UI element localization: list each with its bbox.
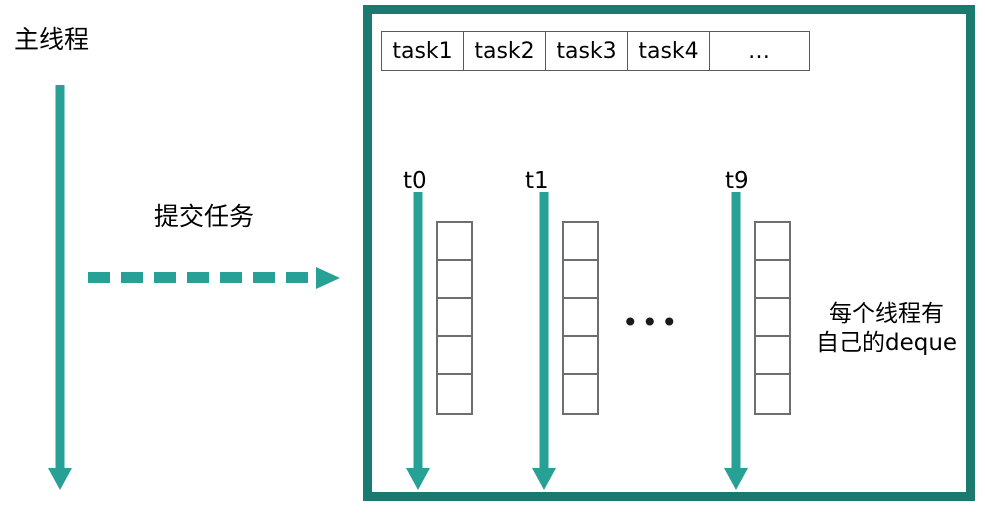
submit-task-arrow-head xyxy=(316,267,340,289)
main-thread-label: 主线程 xyxy=(14,25,90,54)
deque-cell xyxy=(756,261,789,299)
main-thread-arrow-shaft xyxy=(55,85,65,468)
submit-task-label: 提交任务 xyxy=(154,202,255,231)
deque-cell xyxy=(564,261,597,299)
thread-label-t9: t9 xyxy=(725,168,749,194)
deque-cell xyxy=(756,299,789,337)
submit-task-arrow-dashes xyxy=(88,272,320,283)
deque-cell xyxy=(564,375,597,413)
thread-arrow-t9 xyxy=(724,192,748,490)
task-queue-cell: task2 xyxy=(464,32,546,70)
main-thread-arrow-head xyxy=(48,468,72,490)
deque-cell xyxy=(564,299,597,337)
thread-label-t1: t1 xyxy=(525,168,549,194)
submit-task-dashed-arrow xyxy=(88,267,350,289)
deque-cell xyxy=(564,337,597,375)
thread-arrow-head xyxy=(406,468,430,490)
thread-arrow-shaft xyxy=(539,192,549,468)
deque-t9 xyxy=(754,221,791,415)
deque-t0 xyxy=(436,221,473,415)
deque-cell xyxy=(756,375,789,413)
deque-cell xyxy=(564,223,597,261)
deque-cell xyxy=(756,337,789,375)
deque-cell xyxy=(438,375,471,413)
task-queue-cell-ellipsis: … xyxy=(710,32,809,70)
task-queue: task1 task2 task3 task4 … xyxy=(381,31,810,71)
deque-cell xyxy=(438,337,471,375)
thread-label-t0: t0 xyxy=(403,168,427,194)
deque-t1 xyxy=(562,221,599,415)
task-queue-cell: task3 xyxy=(546,32,628,70)
thread-arrow-t0 xyxy=(406,192,430,490)
deque-cell xyxy=(438,223,471,261)
deque-cell xyxy=(438,261,471,299)
deque-cell xyxy=(756,223,789,261)
deque-note-label: 每个线程有 自己的deque xyxy=(816,301,958,356)
thread-arrow-head xyxy=(724,468,748,490)
thread-arrow-head xyxy=(532,468,556,490)
thread-arrow-shaft xyxy=(413,192,423,468)
task-queue-cell: task4 xyxy=(628,32,710,70)
task-queue-cell: task1 xyxy=(382,32,464,70)
main-thread-arrow xyxy=(48,85,72,490)
thread-arrow-shaft xyxy=(731,192,741,468)
deque-cell xyxy=(438,299,471,337)
thread-arrow-t1 xyxy=(532,192,556,490)
threads-ellipsis: ••• xyxy=(622,306,681,339)
